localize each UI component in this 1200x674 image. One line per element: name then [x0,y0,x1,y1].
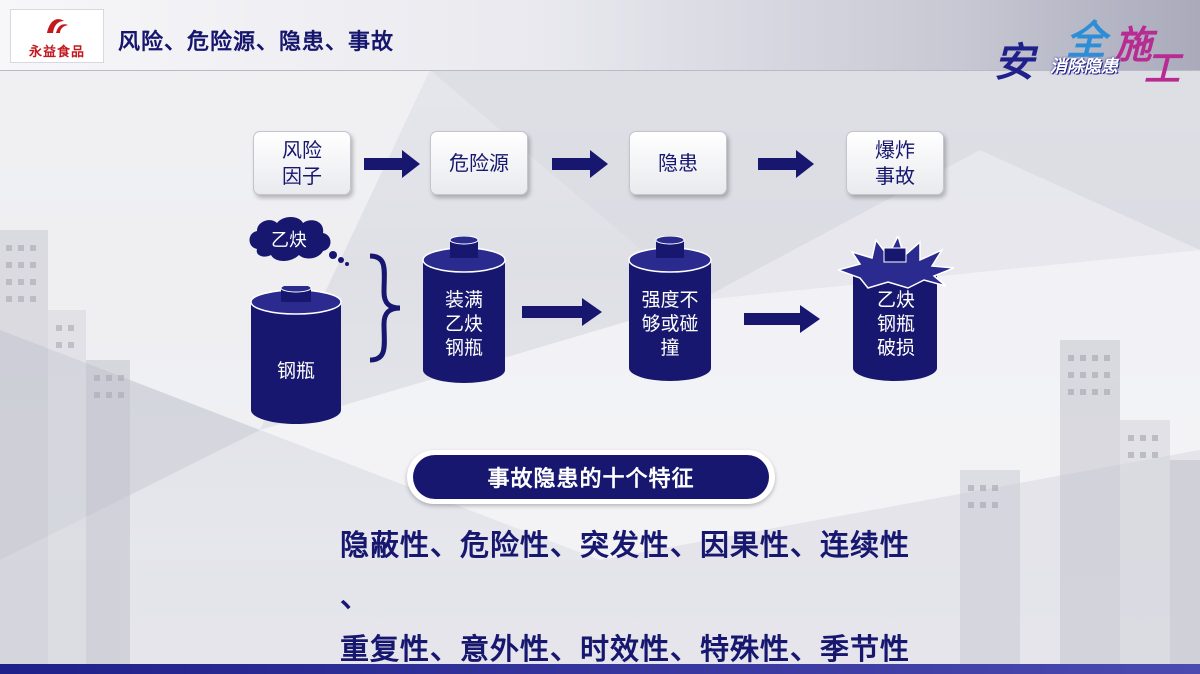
step-label: 隐患 [658,151,698,175]
brand-char-4: 工 [1144,49,1181,90]
brand-logo: 安 全 施 工 消除隐患 [994,8,1198,90]
arrow-right-icon [364,150,420,178]
brand-char-3: 施 [1114,23,1153,67]
cylinder-label: 乙炔 钢瓶 破损 [876,289,915,359]
characteristics-title-pill: 事故隐患的十个特征 [407,450,775,504]
characteristics-title: 事故隐患的十个特征 [413,455,769,499]
brand-char-2: 全 [1066,18,1106,64]
cloud-label: 乙炔 [271,230,307,251]
step-label: 危险源 [449,151,509,175]
company-logo: 永益食品 [10,9,104,63]
cylinder-weak [628,236,712,381]
step-explosion-accident: 爆炸 事故 [846,131,944,195]
gas-cloud-icon [249,217,349,266]
cylinder-label: 钢瓶 [276,360,315,382]
arrow-right-icon [744,305,820,333]
brand-char-1: 安 [994,40,1034,86]
logo-text: 永益食品 [28,45,85,60]
arrow-right-icon [758,150,814,178]
cylinder-label: 装满 乙炔 钢瓶 [444,289,483,359]
step-label: 风险 因子 [282,138,322,188]
characteristics-line-1: 隐蔽性、危险性、突发性、因果性、连续性 [340,528,911,562]
cylinder-empty [250,286,342,424]
arrow-right-icon [552,150,608,178]
header-bar: 永益食品 风险、危险源、隐患、事故 安 全 施 工 消除隐患 [0,0,1200,90]
page-title: 风险、危险源、隐患、事故 [118,30,395,55]
step-label: 爆炸 事故 [875,138,915,188]
brace-icon [369,253,401,363]
bottom-bar [0,664,1200,674]
step-hidden-danger: 隐患 [629,131,727,195]
logo-mark-icon [47,19,68,33]
cylinder-full [422,236,506,383]
cylinder-label: 强度不 够或碰 撞 [641,289,699,359]
characteristics-line-2: 、 [340,580,371,614]
cylinder-broken [838,236,954,381]
step-risk-factor: 风险 因子 [253,131,351,195]
brand-subtitle: 消除隐患 [1050,57,1118,77]
characteristics-line-3: 重复性、意外性、时效性、特殊性、季节性 [340,632,911,666]
arrow-right-icon [522,298,602,326]
step-hazard-source: 危险源 [430,131,528,195]
left-buildings [0,230,130,664]
